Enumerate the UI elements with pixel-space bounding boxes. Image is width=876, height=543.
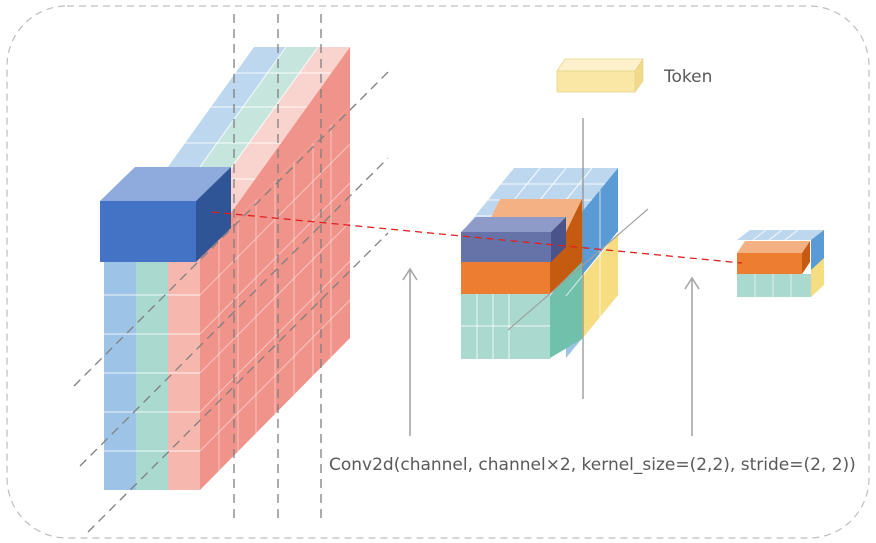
token-legend: Token <box>556 57 712 94</box>
stride-arrow-1 <box>402 267 418 436</box>
input-side-face <box>199 106 351 490</box>
input-front-face <box>104 256 200 490</box>
conv-operation-label: Conv2d(channel, channel×2, kernel_size=(… <box>329 455 856 475</box>
input-feature-map <box>100 46 351 490</box>
token-link-line <box>211 211 743 264</box>
stride-arrow-2 <box>684 276 700 436</box>
mid-feature-map <box>461 118 649 399</box>
output-feature-map <box>737 229 824 297</box>
token-label: Token <box>663 67 712 87</box>
dashed-guides <box>73 14 389 533</box>
conv-kernel-block <box>100 167 231 262</box>
token-icon <box>556 57 644 94</box>
